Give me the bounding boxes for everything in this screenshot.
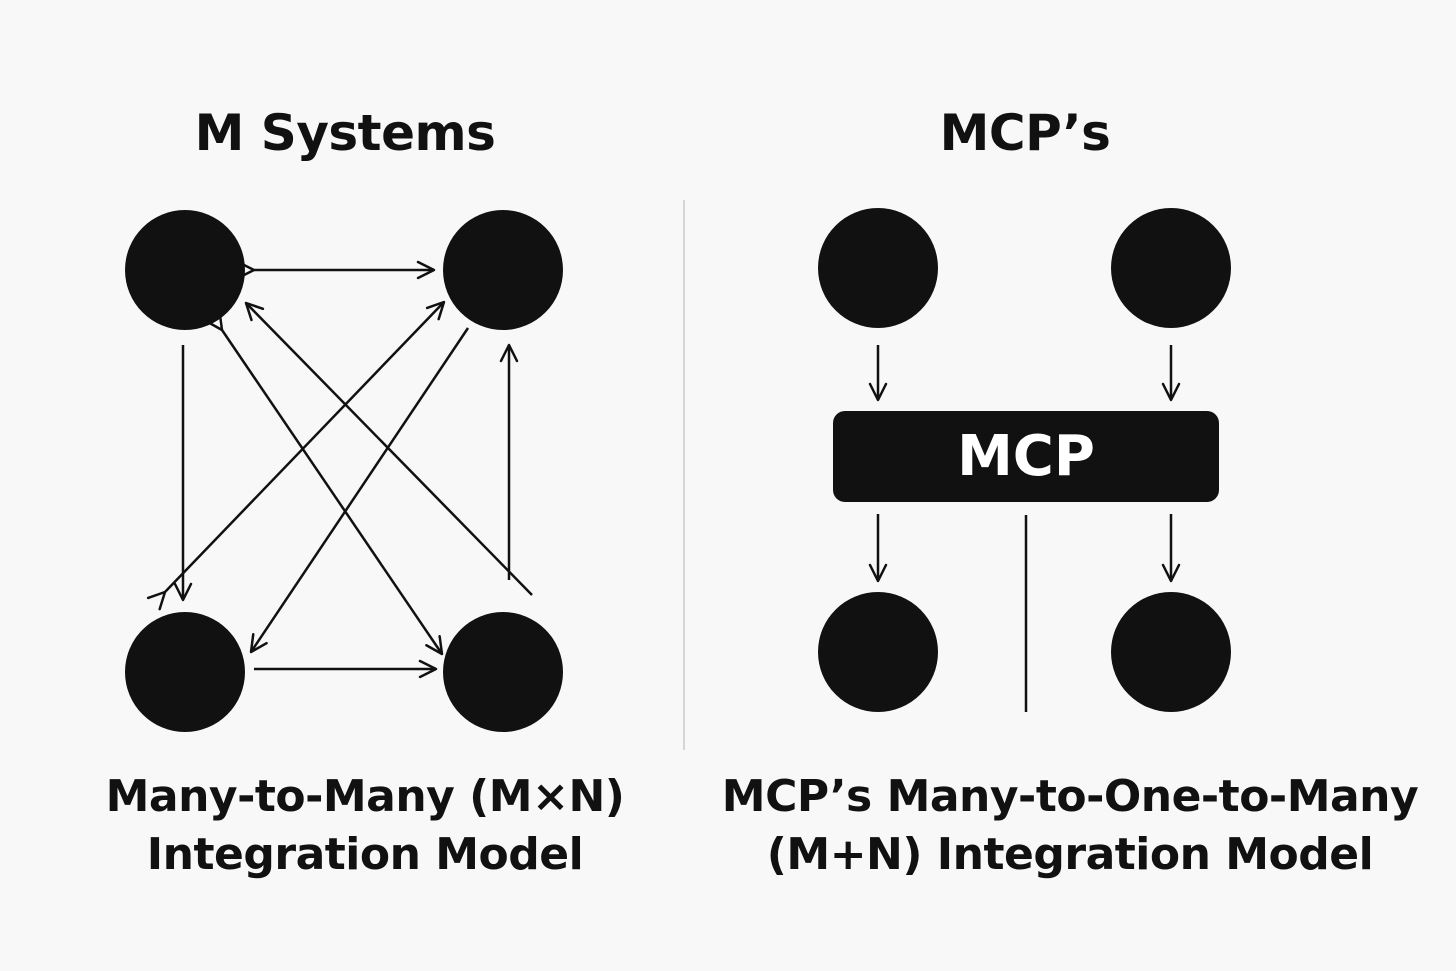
hub-connections <box>868 345 1181 712</box>
mesh-connections <box>146 260 533 679</box>
arrow-diagonal-to-top-left <box>244 301 533 596</box>
hub-nodes <box>818 208 1231 712</box>
mcp-hub-label: MCP <box>957 424 1095 489</box>
mesh-node-top-right <box>443 210 563 330</box>
left-panel-caption: Many-to-Many (M×N) Integration Model <box>60 768 670 884</box>
mesh-node-bottom-right <box>443 612 563 732</box>
server-node-right <box>1111 592 1231 712</box>
client-node-left <box>818 208 938 328</box>
left-panel-title: M Systems <box>194 104 496 162</box>
left-caption-line-2: Integration Model <box>146 829 584 880</box>
server-node-left <box>818 592 938 712</box>
right-caption-line-2: (M+N) Integration Model <box>766 829 1374 880</box>
mesh-nodes <box>125 210 563 732</box>
arrow-diagonal-to-bottom-right <box>205 311 444 656</box>
arrow-diagonal-to-bottom-left <box>249 327 470 654</box>
client-node-right <box>1111 208 1231 328</box>
right-caption-line-1: MCP’s Many-to-One-to-Many <box>721 771 1419 822</box>
right-panel-title: MCP’s <box>939 104 1111 162</box>
left-caption-line-1: Many-to-Many (M×N) <box>105 771 625 822</box>
mcp-hub-box <box>833 411 1219 502</box>
mesh-node-top-left <box>125 210 245 330</box>
mesh-node-bottom-left <box>125 612 245 732</box>
right-panel-caption: MCP’s Many-to-One-to-Many (M+N) Integrat… <box>700 768 1440 884</box>
arrow-diagonal-to-top-right <box>146 300 446 611</box>
